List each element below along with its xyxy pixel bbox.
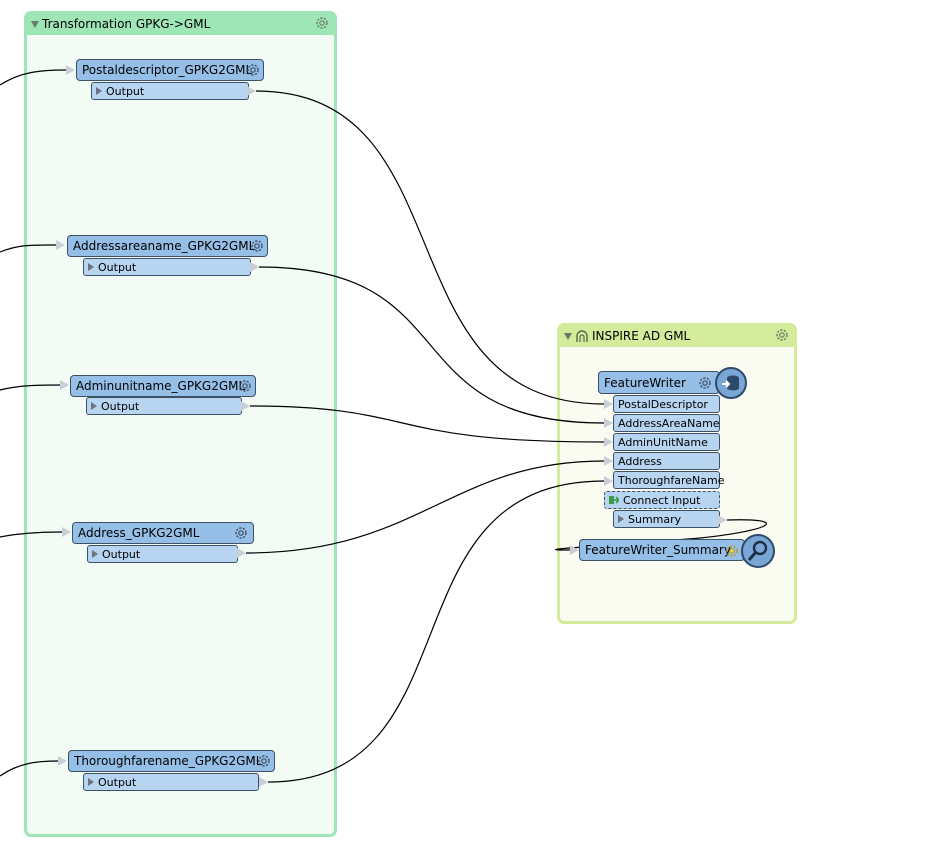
gear-icon[interactable] xyxy=(774,327,790,343)
portal-arch-icon xyxy=(576,330,588,342)
output-port[interactable]: Output xyxy=(83,773,259,791)
transformer-thoroughfarename[interactable]: Thoroughfarename_GPKG2GML xyxy=(68,750,275,772)
triangle-down-icon[interactable] xyxy=(564,332,572,340)
output-port-arrow[interactable] xyxy=(718,515,727,525)
connect-input-label: Connect Input xyxy=(623,493,701,507)
writer-input-label: ThoroughfareName xyxy=(618,473,725,487)
gear-icon[interactable] xyxy=(245,62,261,78)
output-port-arrow[interactable] xyxy=(250,262,259,272)
transformer-address[interactable]: Address_GPKG2GML xyxy=(72,522,254,544)
writer-input-port-thoroughfarename[interactable]: ThoroughfareName xyxy=(613,471,724,489)
triangle-right-icon[interactable] xyxy=(91,402,97,410)
transformer-name: Postaldescriptor_GPKG2GML xyxy=(82,63,253,77)
output-port-arrow[interactable] xyxy=(247,86,256,96)
transformer-name: Addressareaname_GPKG2GML xyxy=(73,239,256,253)
transformer-postaldescriptor[interactable]: Postaldescriptor_GPKG2GML xyxy=(76,59,264,81)
input-port-arrow[interactable] xyxy=(604,399,613,409)
bookmark-inspire-title: INSPIRE AD GML xyxy=(592,329,691,343)
triangle-right-icon[interactable] xyxy=(92,550,98,558)
connect-input-port[interactable]: Connect Input xyxy=(604,491,720,509)
transformer-adminunitname[interactable]: Adminunitname_GPKG2GML xyxy=(70,375,256,397)
triangle-right-icon[interactable] xyxy=(88,778,94,786)
transformer-name: Thoroughfarename_GPKG2GML xyxy=(74,754,263,768)
output-port[interactable]: Output xyxy=(83,258,251,276)
writer-summary-port[interactable]: Summary xyxy=(613,510,720,528)
triangle-right-icon[interactable] xyxy=(96,87,102,95)
writer-input-port-addressareaname[interactable]: AddressAreaName xyxy=(613,414,720,432)
writer-input-port-postaldescriptor[interactable]: PostalDescriptor xyxy=(613,395,720,413)
triangle-right-icon[interactable] xyxy=(88,263,94,271)
output-port[interactable]: Output xyxy=(91,82,249,100)
output-port-label: Output xyxy=(98,260,137,274)
output-port[interactable]: Output xyxy=(87,545,238,563)
input-port-arrow[interactable] xyxy=(58,756,67,766)
gear-icon[interactable] xyxy=(314,15,330,31)
output-port-label: Output xyxy=(106,84,145,98)
writer-input-label: AddressAreaName xyxy=(618,416,720,430)
transformer-name: Adminunitname_GPKG2GML xyxy=(76,379,246,393)
inspector-name: FeatureWriter_Summary xyxy=(585,543,731,557)
gear-icon[interactable] xyxy=(724,543,740,559)
output-port[interactable]: Output xyxy=(86,397,242,415)
transformer-name: Address_GPKG2GML xyxy=(78,526,200,540)
triangle-right-icon[interactable] xyxy=(618,515,624,523)
summary-port-label: Summary xyxy=(628,512,682,526)
input-port-arrow[interactable] xyxy=(604,476,613,486)
input-port-arrow[interactable] xyxy=(66,65,75,75)
inspector-featurewriter-summary[interactable]: FeatureWriter_Summary xyxy=(579,539,745,561)
input-port-arrow[interactable] xyxy=(62,527,71,537)
input-port-arrow[interactable] xyxy=(60,380,69,390)
triangle-down-icon[interactable] xyxy=(31,20,39,28)
connect-input-icon xyxy=(609,496,619,504)
output-port-arrow[interactable] xyxy=(237,548,246,558)
bookmark-transformation[interactable]: Transformation GPKG->GML xyxy=(24,11,337,837)
input-port-arrow[interactable] xyxy=(56,240,65,250)
database-writer-icon xyxy=(715,367,747,399)
writer-input-port-adminunitname[interactable]: AdminUnitName xyxy=(613,433,720,451)
gear-icon[interactable] xyxy=(237,378,253,394)
output-port-label: Output xyxy=(101,399,140,413)
writer-input-label: Address xyxy=(618,454,662,468)
featurewriter-name: FeatureWriter xyxy=(604,375,686,390)
bookmark-transformation-title: Transformation GPKG->GML xyxy=(42,17,211,31)
gear-icon[interactable] xyxy=(256,753,272,769)
output-port-arrow[interactable] xyxy=(259,777,268,787)
writer-input-label: AdminUnitName xyxy=(618,435,708,449)
bookmark-inspire-header[interactable]: INSPIRE AD GML xyxy=(560,325,794,347)
output-port-label: Output xyxy=(102,547,141,561)
input-port-arrow[interactable] xyxy=(604,456,613,466)
output-port-label: Output xyxy=(98,775,137,789)
input-port-arrow[interactable] xyxy=(570,545,579,555)
input-port-arrow[interactable] xyxy=(604,418,613,428)
gear-icon[interactable] xyxy=(233,525,249,541)
bookmark-transformation-header[interactable]: Transformation GPKG->GML xyxy=(27,13,334,35)
magnifier-icon xyxy=(741,534,775,568)
output-port-arrow[interactable] xyxy=(241,401,250,411)
gear-icon[interactable] xyxy=(697,375,713,391)
featurewriter-node[interactable]: FeatureWriter xyxy=(598,371,720,394)
writer-input-label: PostalDescriptor xyxy=(618,397,708,411)
input-port-arrow[interactable] xyxy=(604,437,613,447)
transformer-addressareaname[interactable]: Addressareaname_GPKG2GML xyxy=(67,235,268,257)
gear-icon[interactable] xyxy=(249,238,265,254)
writer-input-port-address[interactable]: Address xyxy=(613,452,720,470)
